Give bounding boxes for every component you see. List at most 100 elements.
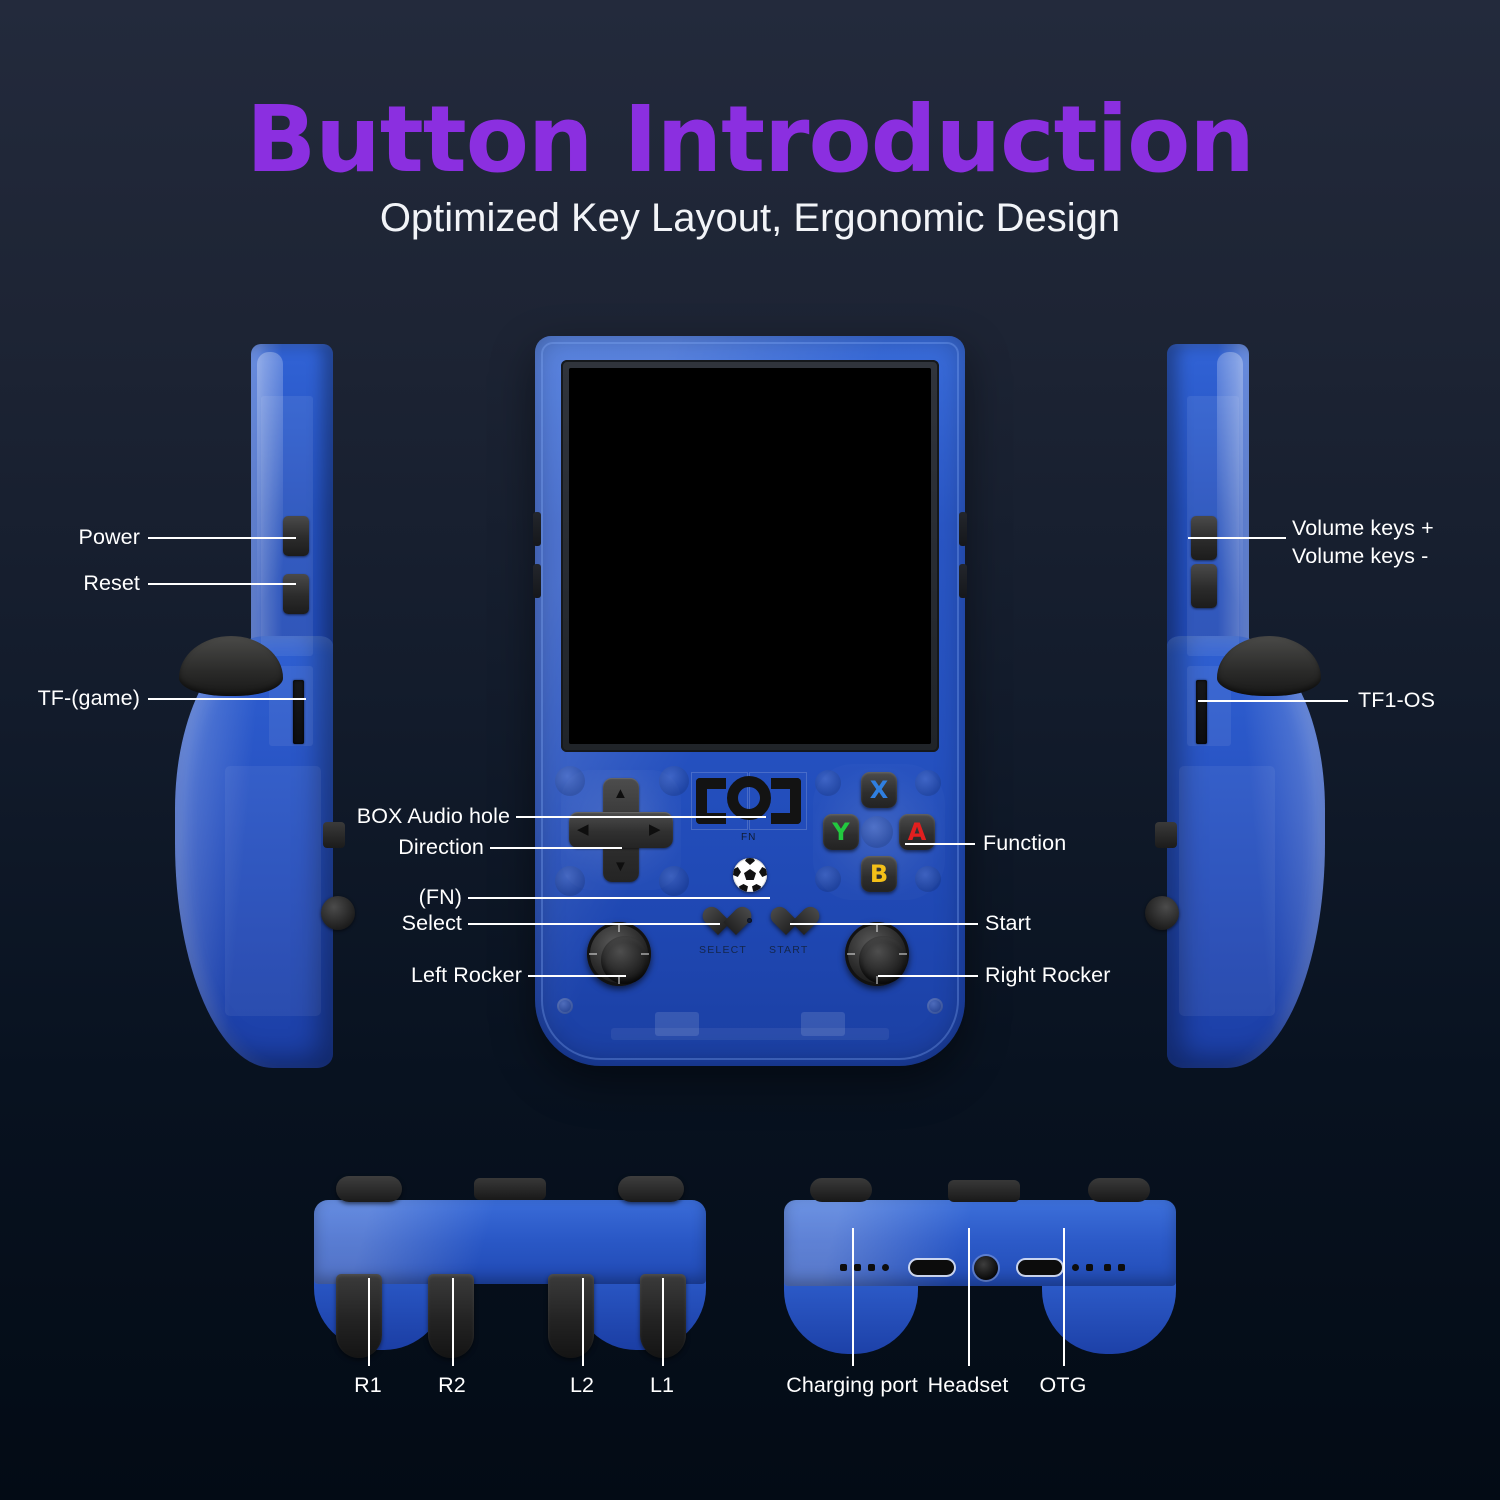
otg-port[interactable] xyxy=(1018,1260,1062,1275)
button-y[interactable]: Y xyxy=(823,814,859,850)
bottom-view-right-stick xyxy=(1088,1178,1150,1202)
dpad-screw-tl xyxy=(555,766,585,796)
label-l2: L2 xyxy=(569,1373,595,1397)
button-b[interactable]: B xyxy=(861,856,897,892)
power-leader-line xyxy=(148,537,296,539)
charging-port[interactable] xyxy=(910,1260,954,1275)
page-title: Button Introduction xyxy=(246,86,1255,193)
select-marking-text: SELECT xyxy=(699,944,748,956)
right-edge-nub-top xyxy=(959,512,967,546)
dpad-screw-bl xyxy=(555,866,585,896)
reset-button[interactable] xyxy=(283,574,309,614)
dpad-down-icon: ▼ xyxy=(613,858,628,875)
display-screen[interactable] xyxy=(569,368,931,744)
left-rocker[interactable] xyxy=(581,916,657,992)
label-otg: OTG xyxy=(1039,1373,1087,1397)
fn-pentagon-bl xyxy=(739,884,748,892)
control-deck: ▲ ▼ ◀ ▶ FN X xyxy=(551,764,949,1050)
speaker-hole-r2 xyxy=(1086,1264,1093,1271)
tf-game-leader-line xyxy=(148,698,306,700)
abxy-center-recess xyxy=(861,816,893,848)
speaker-hole-r4 xyxy=(1118,1264,1125,1271)
front-screw-right xyxy=(927,998,943,1014)
fn-button[interactable] xyxy=(733,858,767,892)
left-side-grip xyxy=(175,636,333,1068)
left-side-internal-b xyxy=(225,766,321,1016)
dpad-up-icon: ▲ xyxy=(613,785,628,802)
dpad-screw-tr xyxy=(659,766,689,796)
fn-leader-line xyxy=(468,897,770,899)
tf1-os-leader-line xyxy=(1198,700,1348,702)
speaker-hole-l1 xyxy=(840,1264,847,1271)
speaker-hole-r1 xyxy=(1072,1264,1079,1271)
left-side-shell xyxy=(165,336,365,1076)
label-volume-up: Volume keys + xyxy=(1292,516,1434,540)
tf1-os-card-slot[interactable] xyxy=(1196,680,1207,744)
l1-leader-line xyxy=(662,1278,664,1366)
dpad[interactable]: ▲ ▼ ◀ ▶ xyxy=(555,766,689,896)
label-tf-game: TF-(game) xyxy=(37,686,140,710)
left-shoulder-pad xyxy=(179,636,283,696)
left-rocker-tick-w xyxy=(589,953,597,955)
fn-pentagon-center xyxy=(744,869,756,880)
direction-leader-line xyxy=(490,847,622,849)
device-bottom-view xyxy=(770,1168,1190,1354)
abxy-screw-tl xyxy=(815,770,841,796)
left-rocker-leader-line xyxy=(528,975,626,977)
l2-trigger[interactable] xyxy=(548,1274,594,1358)
page-subtitle: Optimized Key Layout, Ergonomic Design xyxy=(379,196,1121,240)
r1-leader-line xyxy=(368,1278,370,1366)
right-rocker-tick-s xyxy=(876,976,878,984)
label-start: Start xyxy=(985,911,1031,935)
volume-leader-line xyxy=(1188,537,1286,539)
status-led xyxy=(747,918,752,923)
start-leader-line xyxy=(790,923,978,925)
tf-game-card-slot[interactable] xyxy=(293,680,304,744)
box-audio-leader-line xyxy=(516,816,766,818)
button-x[interactable]: X xyxy=(861,772,897,808)
dpad-left-icon: ◀ xyxy=(577,821,589,838)
fn-pentagon-left xyxy=(733,867,741,877)
speaker-hole-l4 xyxy=(882,1264,889,1271)
label-right-rocker: Right Rocker xyxy=(985,963,1111,987)
left-side-stick-column xyxy=(323,822,345,848)
base-internal-right xyxy=(801,1012,845,1036)
abxy-screw-tr xyxy=(915,770,941,796)
label-r1: R1 xyxy=(354,1373,382,1397)
right-rocker[interactable] xyxy=(839,916,915,992)
dpad-right-icon: ▶ xyxy=(649,821,661,838)
label-select: Select xyxy=(401,911,462,935)
power-button[interactable] xyxy=(283,516,309,556)
speaker-hole-l2 xyxy=(854,1264,861,1271)
left-edge-nub-bottom xyxy=(533,564,541,598)
abxy-screw-br xyxy=(915,866,941,892)
volume-down-button[interactable] xyxy=(1191,564,1217,608)
headset-leader-line xyxy=(968,1228,970,1366)
abxy-screw-bl xyxy=(815,866,841,892)
label-left-rocker: Left Rocker xyxy=(410,963,522,987)
bottom-view-left-wing xyxy=(784,1278,918,1354)
function-leader-line xyxy=(905,843,975,845)
r1-trigger[interactable] xyxy=(336,1274,382,1358)
label-function: Function xyxy=(983,831,1067,855)
label-fn: (FN) xyxy=(418,885,462,909)
left-rocker-tick-n xyxy=(618,924,620,932)
r2-trigger[interactable] xyxy=(428,1274,474,1358)
button-a-label: A xyxy=(907,818,927,846)
device-front-view: ▲ ▼ ◀ ▶ FN X xyxy=(533,336,967,1066)
box-audio-hole: FN xyxy=(691,772,809,843)
label-tf1-os: TF1-OS xyxy=(1358,688,1436,712)
screen-bezel xyxy=(561,360,939,752)
top-view-left-stick xyxy=(336,1176,402,1202)
button-b-label: B xyxy=(869,860,889,888)
label-volume-keys: Volume keys + Volume keys - xyxy=(1292,515,1492,570)
device-left-side-view xyxy=(165,336,365,1076)
label-reset: Reset xyxy=(83,571,140,595)
headset-jack[interactable] xyxy=(974,1256,998,1280)
device-top-view xyxy=(300,1168,720,1358)
fn-pentagon-right xyxy=(759,867,767,877)
audio-bracket-right xyxy=(771,778,801,824)
audio-bracket-left xyxy=(696,778,726,824)
bottom-view-left-stick xyxy=(810,1178,872,1202)
fn-marking-text: FN xyxy=(741,832,757,843)
